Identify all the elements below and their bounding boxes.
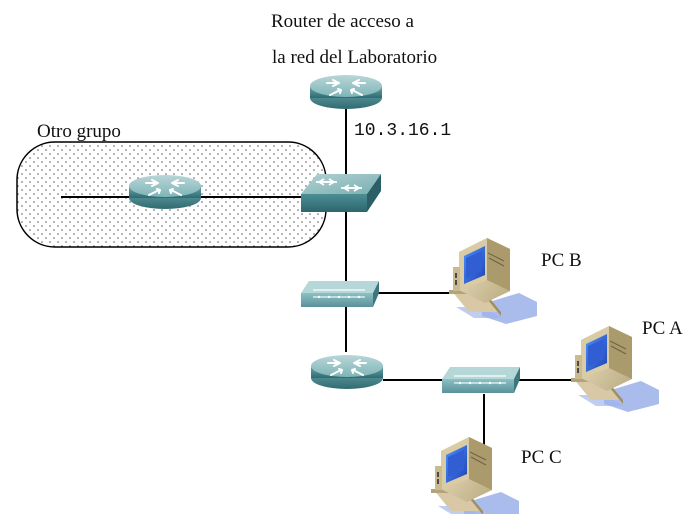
lower-router-icon <box>310 354 384 390</box>
pc-c-label: PC C <box>521 447 562 468</box>
router-ip-label: 10.3.16.1 <box>354 121 451 141</box>
hub-b-icon <box>300 280 380 308</box>
other-group-router-icon <box>128 174 202 210</box>
hub-a-icon <box>441 366 521 394</box>
lab-access-router-icon <box>309 74 383 110</box>
router-title-line1: Router de acceso a <box>271 11 415 32</box>
pc-b-label: PC B <box>541 250 582 271</box>
core-switch-icon <box>300 173 382 213</box>
router-title-line2: la red del Laboratorio <box>272 47 437 68</box>
other-group-label: Otro grupo <box>37 121 121 142</box>
pc-a-label: PC A <box>642 318 683 339</box>
